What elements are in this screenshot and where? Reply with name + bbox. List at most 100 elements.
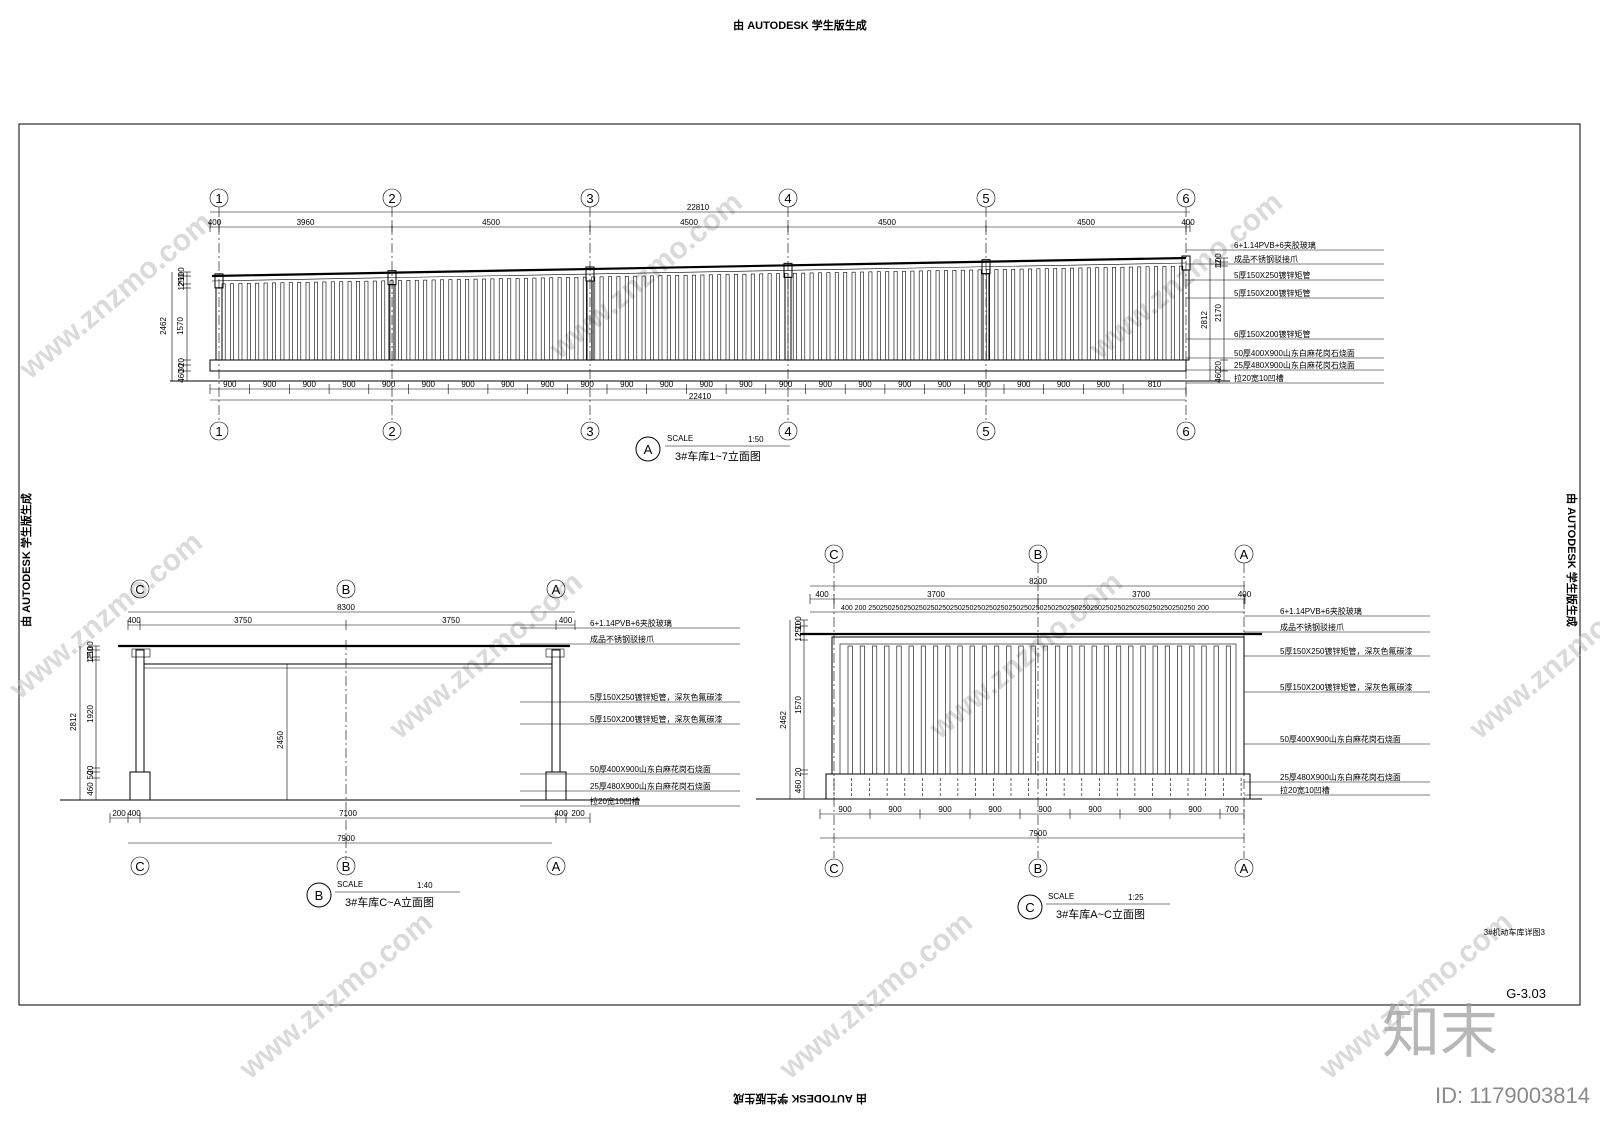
dimension-text: 2170: [1214, 304, 1223, 322]
dimension-text: 3750: [234, 616, 252, 625]
material-note: 6厚150X200镀锌矩管: [1234, 329, 1310, 339]
material-note: 25厚480X900山东白麻花岗石烧面: [590, 781, 711, 791]
axis-bubble: [382, 421, 402, 441]
dimension-text: 460: [794, 779, 803, 793]
material-note: 5厚150X250镀锌矩管，深灰色氟碳漆: [590, 692, 722, 702]
dimension-text: 3700: [927, 590, 945, 599]
sheet-number: G-3.03: [1506, 986, 1546, 1001]
dimension-text: 250: [794, 623, 803, 637]
dimension-text: 20: [177, 358, 186, 367]
axis-label: C: [135, 859, 144, 874]
scale-label: SCALE: [1048, 892, 1074, 901]
dimension-text: 900: [700, 380, 714, 389]
dimension-text: 900: [988, 805, 1002, 814]
axis-label: 2: [388, 191, 395, 206]
axis-bubble: [130, 579, 150, 599]
axis-bubble: [778, 421, 798, 441]
image-id: ID: 1179003814: [1435, 1083, 1590, 1108]
axis-label: A: [1240, 861, 1249, 876]
dimension-text: 1570: [794, 696, 803, 714]
axis-label: 5: [982, 424, 989, 439]
dimension-text: 900: [422, 380, 436, 389]
header-bottom: 由 AUTODESK 学生版生成: [733, 1092, 867, 1106]
dimension-text: 900: [541, 380, 555, 389]
dimension-text: 200: [571, 809, 585, 818]
material-note: 50厚400X900山东白麻花岗石烧面: [1280, 734, 1401, 744]
axis-label: B: [1034, 547, 1043, 562]
dimension-text: 50: [86, 770, 95, 779]
axis-label: C: [135, 582, 144, 597]
dimension-text: 250: [177, 273, 186, 287]
axis-label: 1: [215, 191, 222, 206]
dimension-text: 900: [1017, 380, 1031, 389]
watermark-text: www.znzmo.com: [3, 525, 209, 706]
axis-bubble: [209, 421, 229, 441]
material-note: 5厚150X250镀锌矩管，深灰色氟碳漆: [1280, 646, 1412, 656]
sheet-frame: [18, 123, 1581, 1006]
axis-label: 6: [1182, 424, 1189, 439]
axis-bubble: [546, 856, 566, 876]
axis-label: 5: [982, 191, 989, 206]
dimension-text: 20: [794, 767, 803, 776]
total-dim-bottom: 7900: [1029, 829, 1047, 838]
material-note: 5厚150X200镀锌矩管，深灰色氟碳漆: [590, 714, 722, 724]
dimension-text: 1920: [86, 705, 95, 723]
dimension-text: 20: [1214, 361, 1223, 370]
view-title: 3#车库1~7立面图: [675, 449, 761, 463]
axis-label: B: [342, 582, 351, 597]
axis-bubble: [824, 858, 844, 878]
dimension-text: 900: [263, 380, 277, 389]
dimension-text: 12: [177, 281, 186, 290]
view-title: 3#车库A~C立面图: [1056, 907, 1145, 921]
watermark-text: www.znzmo.com: [923, 565, 1129, 746]
axis-bubble: [546, 579, 566, 599]
dimension-text: 900: [660, 380, 674, 389]
dimension-text: 4500: [878, 218, 896, 227]
dimension-text: 400: [1238, 590, 1252, 599]
dimension-text: 250: [86, 646, 95, 660]
material-note: 5厚150X200镀锌矩管，深灰色氟碳漆: [1280, 682, 1412, 692]
dimension-text: 30: [177, 363, 186, 372]
dimension-text: 12: [86, 654, 95, 663]
dimension-text: 2462: [159, 317, 168, 335]
dimension-text: 900: [501, 380, 515, 389]
dimension-text: 4500: [482, 218, 500, 227]
dimension-text: 400: [815, 590, 829, 599]
axis-bubble: [1028, 858, 1048, 878]
dimension-text: 200: [112, 809, 126, 818]
dimension-text: 900: [838, 805, 852, 814]
material-note: 6+1.14PVB+6夹胶玻璃: [1234, 240, 1316, 250]
total-dim-top: 22810: [687, 203, 710, 212]
material-note: 拉20宽10凹槽: [1234, 373, 1284, 383]
axis-label: 6: [1182, 191, 1189, 206]
header-right: 由 AUTODESK 学生版生成: [1565, 493, 1579, 627]
dimension-text: 900: [342, 380, 356, 389]
material-note: 6+1.14PVB+6夹胶玻璃: [1280, 606, 1362, 616]
axis-label: 3: [586, 191, 593, 206]
sub-dims: 400 200 25025025025025025025025025025025…: [841, 605, 1209, 612]
axis-label: B: [342, 859, 351, 874]
watermark-text: www.znzmo.com: [13, 205, 219, 386]
axis-label: A: [552, 582, 561, 597]
view-title: 3#车库C~A立面图: [345, 895, 434, 909]
axis-label: 2: [388, 424, 395, 439]
axis-label: 4: [784, 191, 791, 206]
dimension-text: 900: [888, 805, 902, 814]
scale-value: 1:50: [748, 435, 764, 444]
dimension-text: 900: [382, 380, 396, 389]
axis-label: C: [829, 861, 838, 876]
dimension-text: 900: [1138, 805, 1152, 814]
scale-value: 1:25: [1128, 893, 1144, 902]
sheet-caption: 3#机动车库详图3: [1484, 927, 1546, 937]
watermark-text: www.znzmo.com: [1463, 565, 1600, 746]
scale-label: SCALE: [337, 880, 363, 889]
dimension-text: 400: [208, 218, 222, 227]
dimension-text: 900: [1057, 380, 1071, 389]
dimension-text: 900: [739, 380, 753, 389]
header-left: 由 AUTODESK 学生版生成: [19, 493, 33, 627]
dimension-text: 900: [1097, 380, 1111, 389]
dimension-text: 400: [127, 809, 141, 818]
